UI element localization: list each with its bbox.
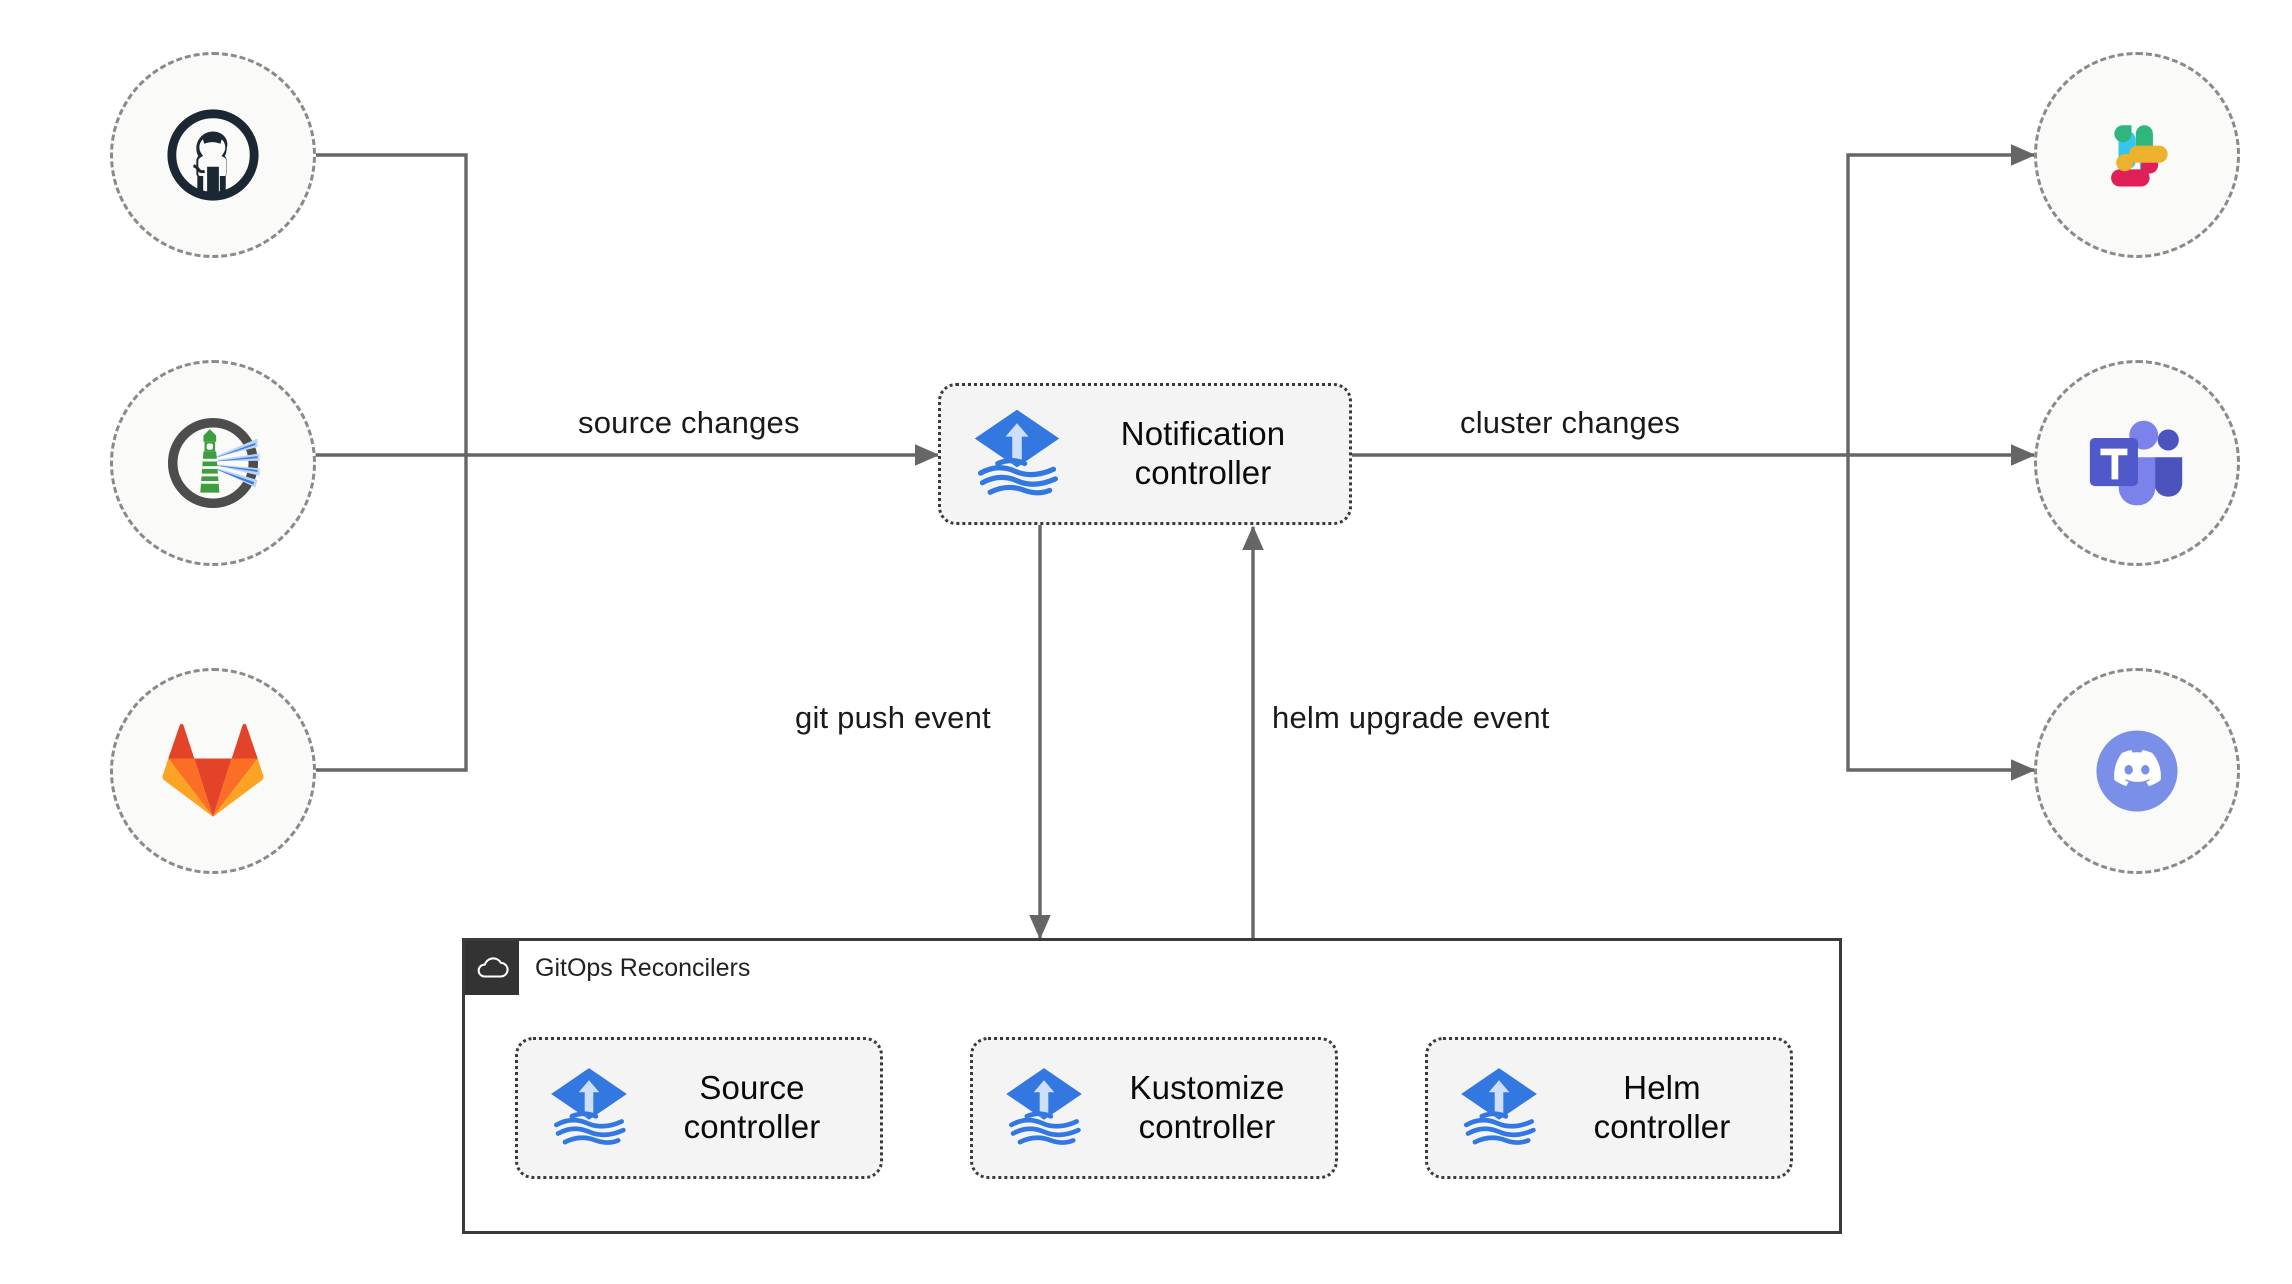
source-node-bucket[interactable] <box>110 360 316 566</box>
target-node-slack[interactable] <box>2034 52 2240 258</box>
notification-controller-box[interactable]: Notification controller <box>938 383 1352 525</box>
gitops-reconcilers-container: GitOps Reconcilers Source controller <box>462 938 1842 1234</box>
source-controller-box[interactable]: Source controller <box>515 1037 883 1179</box>
microsoft-teams-icon <box>2087 417 2187 509</box>
flux-icon <box>1456 1063 1542 1154</box>
flux-icon <box>969 404 1065 505</box>
gitlab-icon <box>161 723 265 819</box>
edge-label-helm-upgrade-event: helm upgrade event <box>1272 700 1550 735</box>
target-node-discord[interactable] <box>2034 668 2240 874</box>
slack-icon <box>2091 109 2183 201</box>
edge-label-source-changes: source changes <box>578 405 800 440</box>
source-controller-label: Source controller <box>683 1069 821 1145</box>
github-icon <box>164 106 262 204</box>
kustomize-controller-box[interactable]: Kustomize controller <box>970 1037 1338 1179</box>
flux-icon <box>546 1063 632 1154</box>
edge-label-git-push-event: git push event <box>795 700 991 735</box>
target-node-teams[interactable] <box>2034 360 2240 566</box>
source-node-github[interactable] <box>110 52 316 258</box>
lighthouse-bucket-icon <box>160 410 266 516</box>
discord-icon <box>2085 719 2189 823</box>
source-node-gitlab[interactable] <box>110 668 316 874</box>
flux-icon <box>1001 1063 1087 1154</box>
gitops-title-label: GitOps Reconcilers <box>535 953 751 982</box>
edge-label-cluster-changes: cluster changes <box>1460 405 1681 440</box>
notification-controller-label: Notification controller <box>1120 415 1286 491</box>
helm-controller-label: Helm controller <box>1593 1069 1731 1145</box>
helm-controller-box[interactable]: Helm controller <box>1425 1037 1793 1179</box>
cloud-icon <box>465 941 519 995</box>
gitops-title-bar: GitOps Reconcilers <box>465 941 750 995</box>
kustomize-controller-label: Kustomize controller <box>1129 1069 1285 1145</box>
